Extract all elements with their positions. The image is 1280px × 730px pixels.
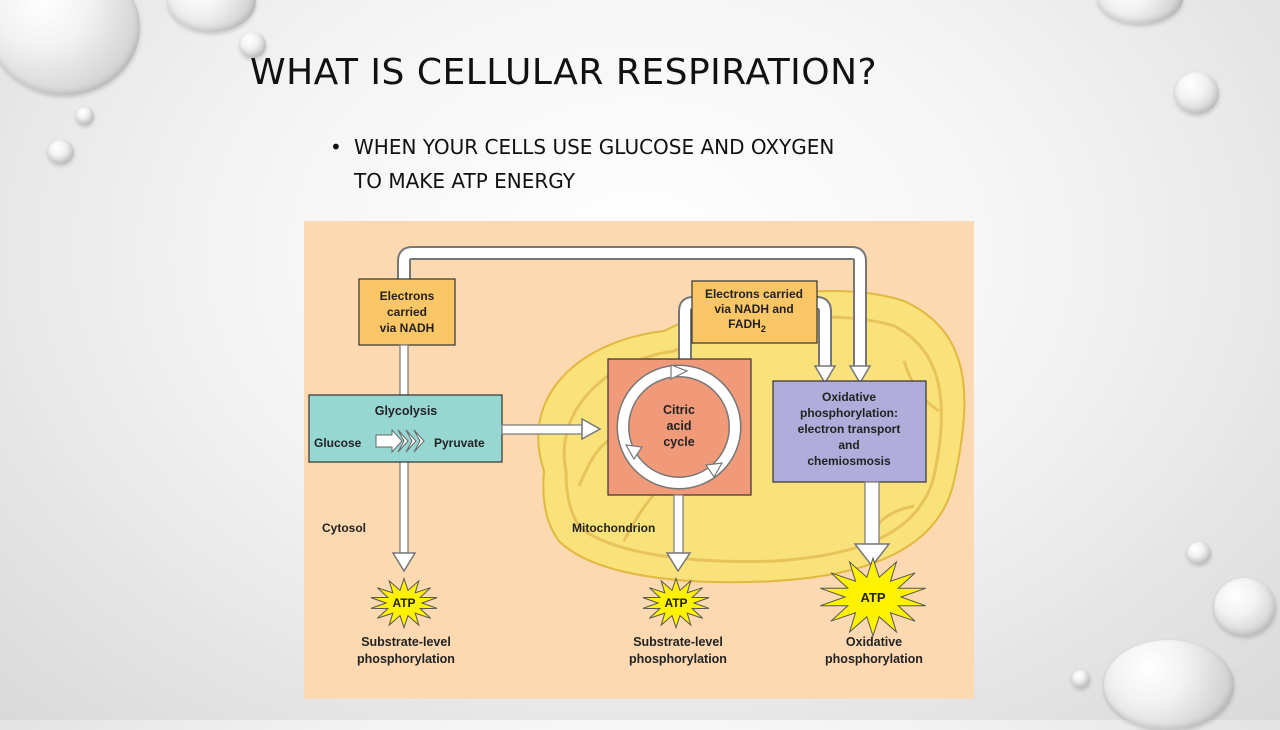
water-drop bbox=[76, 107, 94, 125]
electrons-nadh-fadh-box: Electrons carried via NADH and FADH2 bbox=[691, 280, 818, 344]
glycolysis-title: Glycolysis bbox=[375, 404, 438, 418]
glycolysis-box: Glycolysis Glucose Pyruvate bbox=[308, 394, 503, 463]
bullet-point: • WHEN YOUR CELLS USE GLUCOSE AND OXYGEN… bbox=[330, 130, 930, 198]
cellular-respiration-diagram: Electrons carried via NADH Electrons car… bbox=[304, 221, 974, 699]
electrons-nadh-box: Electrons carried via NADH bbox=[358, 278, 456, 346]
atp-star-substrate-cytosol: ATP bbox=[370, 576, 438, 630]
atp-star-substrate-mito: ATP bbox=[642, 576, 710, 630]
citric-line3: cycle bbox=[663, 435, 694, 449]
water-drop bbox=[240, 32, 266, 58]
atp-label: ATP bbox=[860, 590, 885, 605]
water-drop bbox=[1187, 542, 1211, 564]
substrate-label-2-line1: Substrate-level bbox=[633, 635, 723, 649]
water-drop bbox=[48, 140, 74, 164]
water-drop bbox=[168, 0, 256, 32]
mitochondrion-label: Mitochondrion bbox=[572, 521, 655, 535]
slide-title: WHAT IS CELLULAR RESPIRATION? bbox=[250, 52, 878, 93]
fadh-box-line1: Electrons carried bbox=[705, 287, 803, 301]
substrate-label-1-line2: phosphorylation bbox=[357, 652, 455, 666]
fadh-subscript: 2 bbox=[761, 324, 766, 334]
oxidative-label-line2: phosphorylation bbox=[825, 652, 923, 666]
oxidative-phosphorylation-box: Oxidative phosphorylation: electron tran… bbox=[772, 380, 927, 483]
water-drop bbox=[1175, 72, 1219, 114]
glycolysis-steps-arrow-icon bbox=[375, 428, 425, 454]
atp-star-oxidative: ATP bbox=[820, 556, 926, 638]
cycle-arrow-icon bbox=[704, 462, 724, 479]
cytosol-label: Cytosol bbox=[322, 521, 366, 535]
substrate-label-2-line2: phosphorylation bbox=[629, 652, 727, 666]
nadh-box-line1: Electrons bbox=[380, 289, 435, 303]
cycle-arrow-icon bbox=[670, 364, 689, 380]
oxidative-atp-arrow bbox=[853, 481, 891, 568]
water-drop bbox=[1072, 670, 1090, 688]
substrate-label-1-line1: Substrate-level bbox=[361, 635, 451, 649]
pyruvate-label: Pyruvate bbox=[434, 436, 485, 450]
pyruvate-to-citric-arrow bbox=[501, 417, 602, 441]
nadh-box-line3: via NADH bbox=[380, 321, 435, 335]
oxidative-label-line1: Oxidative bbox=[846, 635, 902, 649]
oxidative-line3: electron transport bbox=[798, 422, 901, 436]
cycle-arrow-icon bbox=[624, 444, 644, 461]
fadh-box-line2: via NADH and bbox=[714, 302, 793, 316]
bullet-dot: • bbox=[330, 135, 342, 159]
oxidative-line5: chemiosmosis bbox=[807, 454, 891, 468]
atp-stars: ATP ATP ATP bbox=[370, 556, 926, 638]
water-drop bbox=[0, 0, 140, 95]
citric-line1: Citric bbox=[663, 403, 695, 417]
water-drop bbox=[1098, 0, 1183, 24]
oxidative-line2: phosphorylation: bbox=[800, 406, 898, 420]
water-drop bbox=[1214, 578, 1276, 636]
glycolysis-atp-arrow bbox=[391, 344, 417, 573]
bullet-text-line1: WHEN YOUR CELLS USE GLUCOSE AND OXYGEN bbox=[354, 135, 835, 159]
bullet-text-line2: TO MAKE ATP ENERGY bbox=[354, 169, 575, 193]
fadh-box-line3: FADH2 bbox=[728, 317, 766, 334]
atp-label: ATP bbox=[392, 596, 415, 610]
atp-label: ATP bbox=[664, 596, 687, 610]
water-drop bbox=[1104, 640, 1234, 730]
oxidative-line1: Oxidative bbox=[822, 390, 876, 404]
citric-atp-arrow bbox=[665, 494, 692, 573]
glucose-label: Glucose bbox=[314, 436, 362, 450]
nadh-box-line2: carried bbox=[387, 305, 427, 319]
oxidative-line4: and bbox=[838, 438, 859, 452]
nadh-route-arrow bbox=[397, 246, 872, 385]
citric-line2: acid bbox=[666, 419, 691, 433]
citric-acid-cycle-box: Citric acid cycle bbox=[607, 358, 752, 496]
